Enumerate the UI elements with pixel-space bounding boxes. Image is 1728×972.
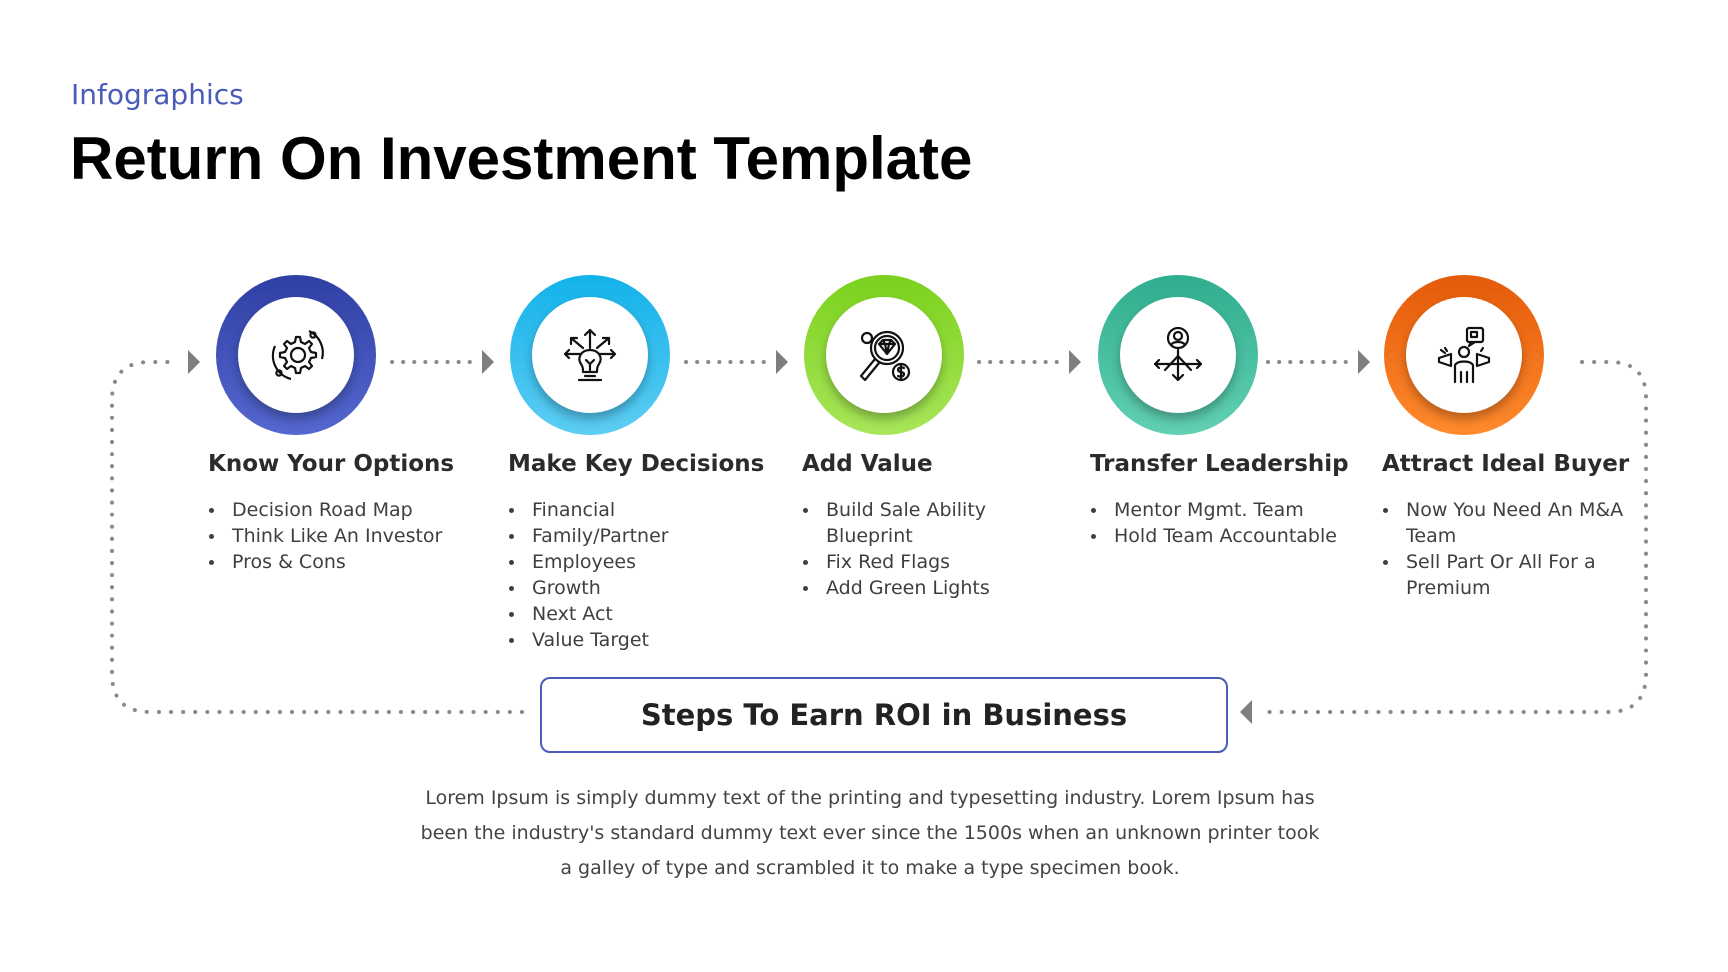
list-item: Value Target — [509, 627, 792, 653]
arrow-head-5 — [1358, 350, 1370, 374]
list-item: Financial — [509, 497, 792, 523]
list-item: Family/Partner — [509, 523, 792, 549]
step-add-value: Add Value Build Sale Ability Blueprint F… — [802, 275, 1102, 599]
center-label: Steps To Earn ROI in Business — [640, 698, 1128, 732]
arrow-head-1 — [188, 350, 200, 374]
decision-icon — [563, 328, 617, 382]
step-title: Make Key Decisions — [508, 451, 765, 477]
diamond-magnifier-icon — [859, 330, 911, 382]
step-title: Add Value — [802, 451, 933, 477]
page-title: Return On Investment Template — [70, 125, 973, 192]
step-ring — [804, 275, 964, 435]
step-ring — [510, 275, 670, 435]
arrow-head-4 — [1069, 350, 1081, 374]
megaphone-person-icon — [1437, 326, 1491, 384]
center-label-box: Steps To Earn ROI in Business — [540, 677, 1228, 753]
list-item: Mentor Mgmt. Team — [1091, 497, 1374, 523]
list-item: Growth — [509, 575, 792, 601]
step-bullets: Financial Family/Partner Employees Growt… — [508, 497, 792, 653]
step-attract-ideal-buyer: Attract Ideal Buyer Now You Need An M&A … — [1382, 275, 1682, 599]
arrow-head-return — [1240, 700, 1252, 724]
step-title: Attract Ideal Buyer — [1382, 451, 1630, 477]
step-ring — [1098, 275, 1258, 435]
step-title: Know Your Options — [208, 451, 455, 477]
step-make-key-decisions: Make Key Decisions Financial Family/Part… — [508, 275, 808, 651]
page-subtitle: Infographics — [71, 78, 244, 111]
list-item: Build Sale Ability Blueprint — [803, 497, 1026, 549]
step-bullets: Mentor Mgmt. Team Hold Team Accountable — [1090, 497, 1374, 549]
step-bullets: Build Sale Ability Blueprint Fix Red Fla… — [802, 497, 1026, 601]
list-item: Employees — [509, 549, 792, 575]
list-item: Hold Team Accountable — [1091, 523, 1374, 549]
arrow-head-3 — [776, 350, 788, 374]
description-text: Lorem Ipsum is simply dummy text of the … — [420, 787, 1320, 879]
list-item: Sell Part Or All For a Premium — [1383, 549, 1656, 601]
step-know-your-options: Know Your Options Decision Road Map Thin… — [208, 275, 514, 573]
leader-arrows-icon — [1153, 326, 1203, 382]
gear-icon — [271, 330, 324, 381]
list-item: Fix Red Flags — [803, 549, 1026, 575]
list-item: Decision Road Map — [209, 497, 492, 523]
step-title: Transfer Leadership — [1090, 451, 1349, 477]
list-item: Think Like An Investor — [209, 523, 492, 549]
step-ring — [1384, 275, 1544, 435]
step-transfer-leadership: Transfer Leadership Mentor Mgmt. Team Ho… — [1090, 275, 1396, 547]
list-item: Add Green Lights — [803, 575, 1026, 601]
step-bullets: Now You Need An M&A Team Sell Part Or Al… — [1382, 497, 1656, 601]
arrow-head-2 — [482, 350, 494, 374]
left-loop-connector — [110, 360, 524, 714]
list-item: Pros & Cons — [209, 549, 492, 575]
step-bullets: Decision Road Map Think Like An Investor… — [208, 497, 492, 575]
list-item: Next Act — [509, 601, 792, 627]
list-item: Now You Need An M&A Team — [1383, 497, 1656, 549]
step-ring — [216, 275, 376, 435]
